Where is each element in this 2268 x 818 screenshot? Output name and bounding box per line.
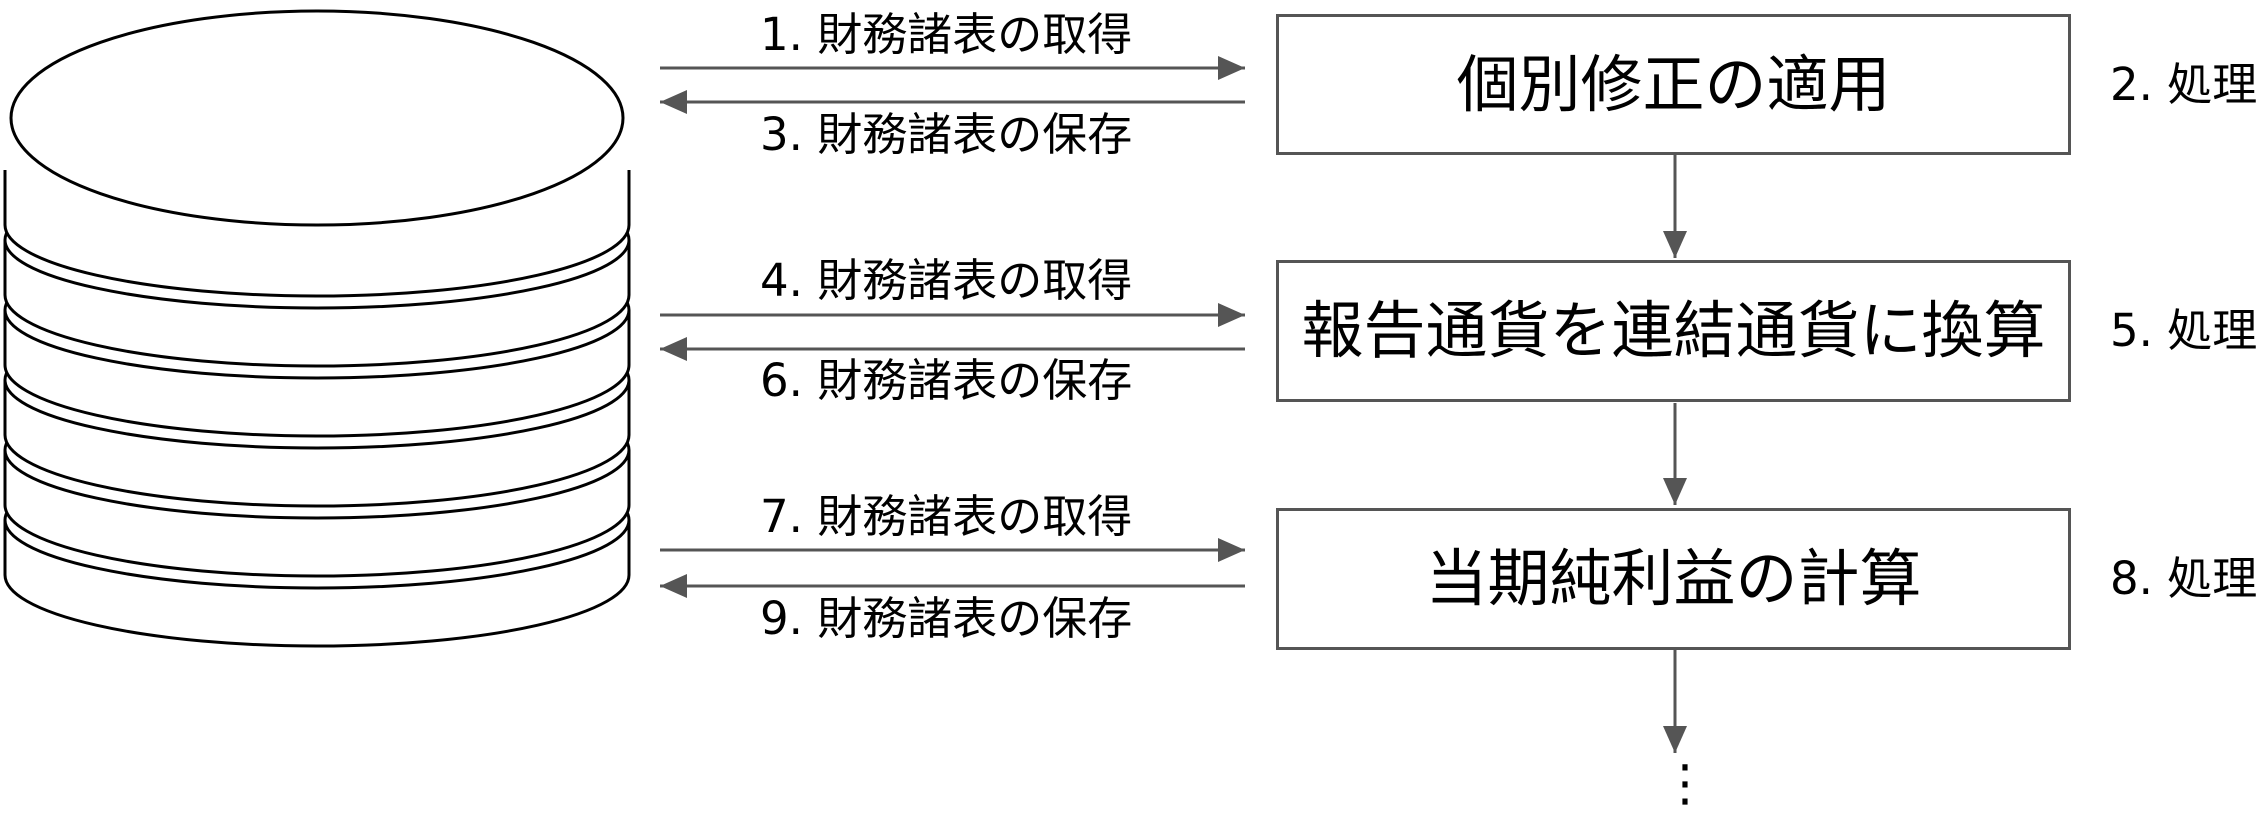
step-title: 報告通貨を連結通貨に換算 — [1301, 294, 2046, 367]
process-label-3: 8. 処理 — [2110, 552, 2258, 605]
step-box-1: 個別修正の適用 — [1276, 14, 2071, 155]
continuation-ellipsis: ⋮ — [1660, 754, 1710, 812]
fetch-label-3: 7. 財務諸表の取得 — [760, 490, 1133, 543]
step-title: 個別修正の適用 — [1456, 47, 1891, 121]
database-icon — [3, 9, 631, 648]
process-label-2: 5. 処理 — [2110, 304, 2258, 357]
process-label-1: 2. 処理 — [2110, 58, 2258, 111]
save-label-3: 9. 財務諸表の保存 — [760, 592, 1133, 645]
fetch-label-1: 1. 財務諸表の取得 — [760, 8, 1133, 61]
step-box-2: 報告通貨を連結通貨に換算 — [1276, 260, 2071, 402]
step-box-3: 当期純利益の計算 — [1276, 508, 2071, 650]
step-title: 当期純利益の計算 — [1425, 542, 1922, 615]
fetch-label-2: 4. 財務諸表の取得 — [760, 254, 1133, 307]
save-label-2: 6. 財務諸表の保存 — [760, 354, 1133, 407]
save-label-1: 3. 財務諸表の保存 — [760, 108, 1133, 161]
